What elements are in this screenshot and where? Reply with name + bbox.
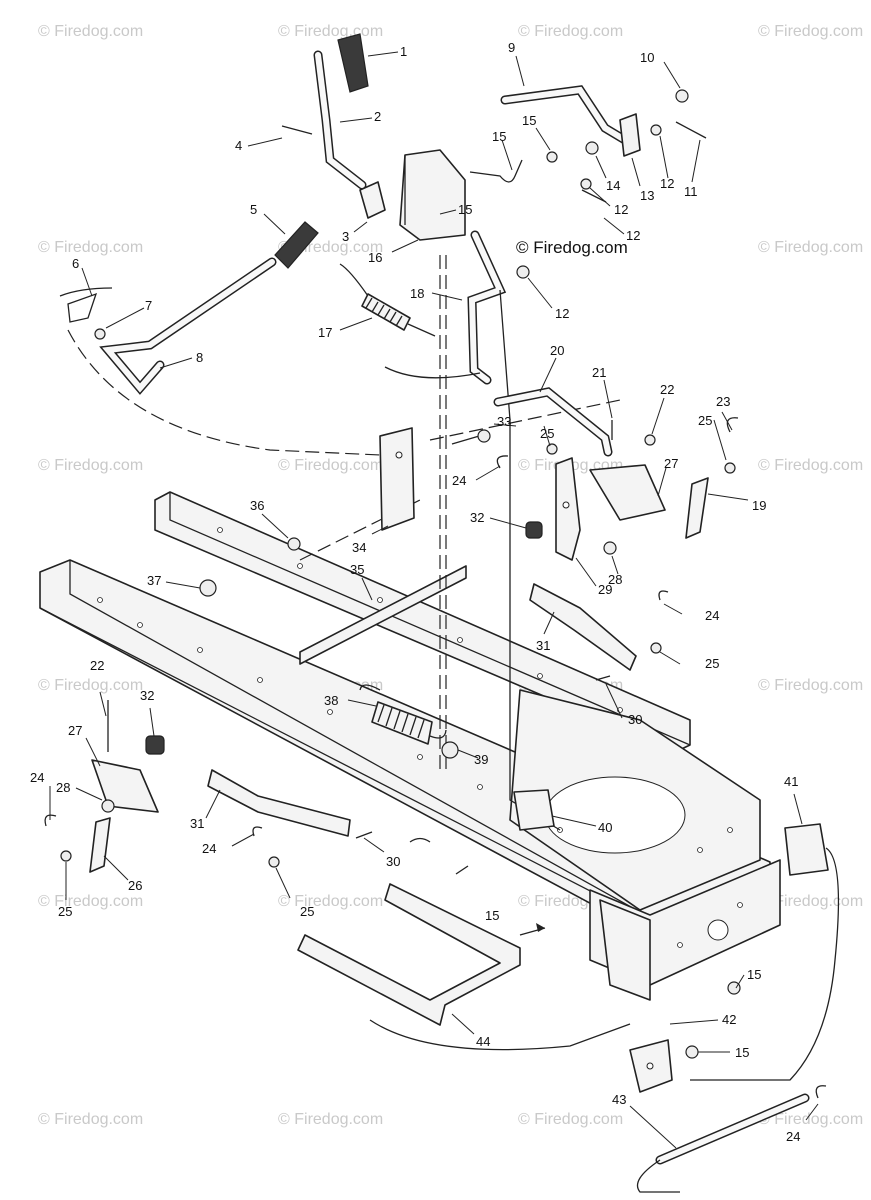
callout-label: 37 [147, 573, 161, 588]
watermark: © Firedog.com [38, 1111, 143, 1128]
callout-label: 11 [684, 184, 698, 199]
callout-label: 27 [68, 723, 82, 738]
part-35-crossbar [299, 565, 467, 665]
callout-label: 41 [784, 774, 798, 789]
callout-label: 6 [72, 256, 79, 271]
watermark: © Firedog.com [38, 893, 143, 910]
part-5-8-lever [99, 221, 319, 395]
callout-label: 21 [592, 365, 606, 380]
watermark: © Firedog.com [758, 893, 863, 910]
callout-label: 27 [664, 456, 678, 471]
part-38-spring [359, 684, 447, 745]
callout-label: 31 [190, 816, 204, 831]
watermark: © Firedog.com [38, 677, 143, 694]
callout-label: 15 [735, 1045, 749, 1060]
callout-label: 15 [485, 908, 499, 923]
part-21-rod [493, 387, 613, 457]
watermark: © Firedog.com [38, 457, 143, 474]
callout-label: 4 [235, 138, 242, 153]
callout-label: 24 [30, 770, 44, 785]
callout-label: 22 [90, 658, 104, 673]
callout-label: 22 [660, 382, 674, 397]
callout-label: 15 [522, 113, 536, 128]
callout-label: 10 [640, 50, 654, 65]
callout-label: 29 [598, 582, 612, 597]
part-19-rod [467, 230, 507, 385]
callout-label: 13 [640, 188, 654, 203]
callout-label: 32 [140, 688, 154, 703]
callout-label: 25 [705, 656, 719, 671]
watermark: © Firedog.com [758, 457, 863, 474]
watermark: © Firedog.com [278, 1111, 383, 1128]
watermark: © Firedog.com [38, 239, 143, 256]
callout-label: 24 [786, 1129, 800, 1144]
watermark: © Firedog.com [278, 457, 383, 474]
copyright-label: © Firedog.com [516, 238, 628, 257]
callout-label: 1 [400, 44, 407, 59]
callout-label: 12 [555, 306, 569, 321]
callout-label: 14 [606, 178, 620, 193]
callout-label: 12 [660, 176, 674, 191]
callout-label: 32 [470, 510, 484, 525]
callout-label: 20 [550, 343, 564, 358]
callout-label: 12 [626, 228, 640, 243]
callout-label: 8 [196, 350, 203, 365]
callout-label: 5 [250, 202, 257, 217]
callout-label: 34 [352, 540, 366, 555]
callout-label: 16 [368, 250, 382, 265]
callout-label: 36 [250, 498, 264, 513]
callout-label: 31 [536, 638, 550, 653]
callout-label: 19 [752, 498, 766, 513]
callout-label: 24 [202, 841, 216, 856]
watermark: © Firedog.com [758, 239, 863, 256]
part-43-rod [655, 1093, 810, 1165]
callout-label: 35 [350, 562, 364, 577]
callout-label: 25 [698, 413, 712, 428]
callout-label: 25 [300, 904, 314, 919]
watermark: © Firedog.com [518, 1111, 623, 1128]
part-18-spring [339, 263, 436, 337]
callout-label: 24 [705, 608, 719, 623]
watermark: © Firedog.com [758, 1111, 863, 1128]
watermark: © Firedog.com [278, 893, 383, 910]
callout-label: 30 [386, 854, 400, 869]
callout-label: 25 [540, 426, 554, 441]
callout-label: 15 [492, 129, 506, 144]
frame [39, 491, 781, 1001]
callout-label: 39 [474, 752, 488, 767]
callout-label: 38 [324, 693, 338, 708]
callout-label: 24 [452, 473, 466, 488]
callout-label: 23 [716, 394, 730, 409]
callout-label: 15 [458, 202, 472, 217]
watermark: © Firedog.com [38, 23, 143, 40]
callout-label: 18 [410, 286, 424, 301]
callout-label: 9 [508, 40, 515, 55]
callout-label: 25 [58, 904, 72, 919]
callout-label: 2 [374, 109, 381, 124]
part-9-rod [500, 85, 630, 145]
part-1-2-lever [313, 33, 369, 190]
callout-label: 12 [614, 202, 628, 217]
watermark: © Firedog.com [518, 23, 623, 40]
callout-label: 40 [598, 820, 612, 835]
callout-label: 28 [56, 780, 70, 795]
watermark: © Firedog.com [758, 677, 863, 694]
callout-label: 30 [628, 712, 642, 727]
callout-label: 17 [318, 325, 332, 340]
watermark: © Firedog.com [278, 23, 383, 40]
callout-label: 7 [145, 298, 152, 313]
callout-label: 33 [497, 414, 511, 429]
callout-label: 26 [128, 878, 142, 893]
watermark: © Firedog.com [758, 23, 863, 40]
callout-label: 42 [722, 1012, 736, 1027]
callout-label: 15 [747, 967, 761, 982]
callout-label: 43 [612, 1092, 626, 1107]
callout-label: 3 [342, 229, 349, 244]
callouts: 1 2 3 4 5 6 7 8 9 10 11 12 12 12 12 13 1… [30, 40, 819, 1149]
callout-label: 44 [476, 1034, 490, 1049]
callout-label: 28 [608, 572, 622, 587]
